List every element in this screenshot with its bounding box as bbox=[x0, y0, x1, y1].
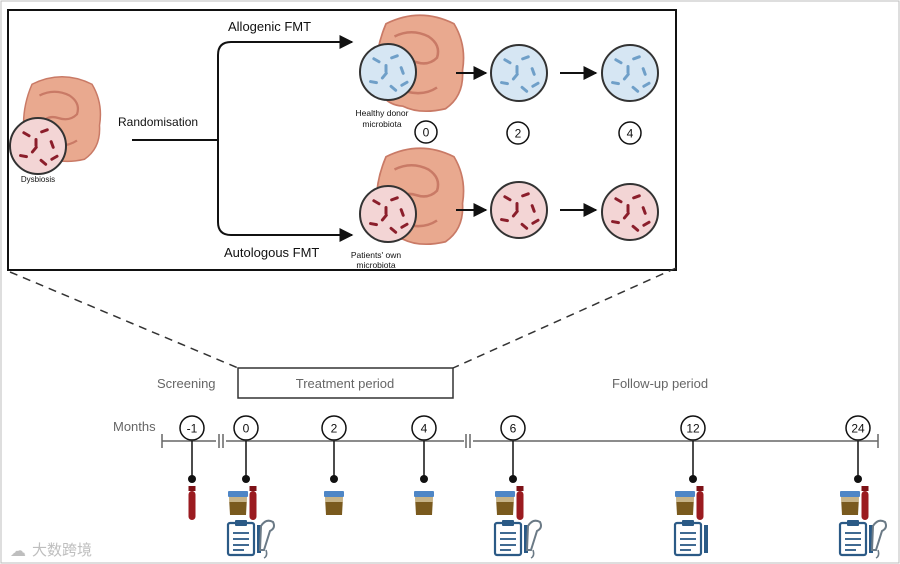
stool-sample-icon bbox=[414, 491, 434, 515]
timepoint-month-0: 0 bbox=[226, 415, 275, 559]
timepoint-circle bbox=[500, 415, 526, 441]
allogenic-fmt-label: Allogenic FMT bbox=[228, 19, 311, 34]
ultrasound-probe-icon bbox=[871, 519, 887, 559]
dysbiosis-microbiota-circle-0 bbox=[360, 186, 416, 242]
svg-text:4: 4 bbox=[627, 127, 634, 141]
watermark-text: 大数跨境 bbox=[32, 541, 92, 559]
stool-sample-icon bbox=[324, 491, 344, 515]
patients-own-label-line1: Patients' own bbox=[351, 250, 402, 260]
timepoint-circle bbox=[233, 415, 259, 441]
timepoint-circle bbox=[321, 415, 347, 441]
inset-timepoint-0: 0 bbox=[414, 120, 438, 144]
timepoint-circle bbox=[680, 415, 706, 441]
ultrasound-probe-icon bbox=[526, 519, 542, 559]
followup-period-label: Follow-up period bbox=[612, 376, 708, 391]
timepoint-month-12: 12 bbox=[673, 415, 710, 557]
watermark: ☁ 大数跨境 bbox=[10, 541, 92, 560]
treatment-period-box bbox=[237, 367, 454, 399]
timepoint-month--1: -1 bbox=[179, 415, 205, 520]
healthy-microbiota-circle-0 bbox=[360, 44, 416, 100]
healthy-microbiota-circle-4 bbox=[602, 45, 658, 101]
timepoint-dot bbox=[330, 475, 338, 483]
zoom-line-right bbox=[452, 267, 677, 369]
treatment-period-label: Treatment period bbox=[296, 376, 395, 391]
timepoint-label: 24 bbox=[851, 422, 865, 436]
timepoint-circle bbox=[411, 415, 437, 441]
timepoint-dot bbox=[420, 475, 428, 483]
timepoint-dot bbox=[854, 475, 862, 483]
patients-own-label-line2: microbiota bbox=[356, 260, 395, 270]
svg-text:2: 2 bbox=[515, 127, 522, 141]
timepoint-label: 0 bbox=[243, 422, 250, 436]
svg-text:0: 0 bbox=[423, 126, 430, 140]
clipboard-questionnaire-icon bbox=[226, 518, 263, 557]
screening-label: Screening bbox=[157, 376, 216, 391]
blood-sample-icon bbox=[861, 486, 869, 520]
watermark-logo-icon: ☁ bbox=[10, 543, 26, 560]
timepoint-month-4: 4 bbox=[411, 415, 437, 515]
timepoint-dot bbox=[509, 475, 517, 483]
blood-sample-icon bbox=[249, 486, 257, 520]
healthy-microbiota-circle-2 bbox=[491, 45, 547, 101]
dysbiosis-microbiota-circle-4 bbox=[602, 184, 658, 240]
dysbiosis-microbiota-circle bbox=[10, 118, 66, 174]
stool-sample-icon bbox=[228, 491, 248, 515]
months-axis-label: Months bbox=[113, 419, 156, 434]
timepoint-circle bbox=[179, 415, 205, 441]
timepoint-month-24: 24 bbox=[838, 415, 887, 559]
blood-sample-icon bbox=[696, 486, 704, 520]
timepoint-label: 6 bbox=[510, 422, 517, 436]
randomisation-label: Randomisation bbox=[118, 115, 198, 129]
inset-timepoint-2: 2 bbox=[506, 121, 530, 145]
blood-sample-icon bbox=[516, 486, 524, 520]
autologous-branch-arrow bbox=[217, 140, 354, 242]
timepoint-label: 4 bbox=[421, 422, 428, 436]
blood-sample-icon bbox=[188, 486, 196, 520]
stool-sample-icon bbox=[495, 491, 515, 515]
timepoint-circle bbox=[845, 415, 871, 441]
timepoint-dot bbox=[188, 475, 196, 483]
healthy-donor-label-line1: Healthy donor bbox=[356, 108, 409, 118]
inset-border bbox=[7, 9, 677, 271]
ultrasound-probe-icon bbox=[259, 519, 275, 559]
timepoint-dot bbox=[242, 475, 250, 483]
healthy-donor-label-line2: microbiota bbox=[362, 119, 401, 129]
timepoint-label: 12 bbox=[686, 422, 700, 436]
timepoint-month-6: 6 bbox=[493, 415, 542, 559]
stool-sample-icon bbox=[840, 491, 860, 515]
dysbiosis-label: Dysbiosis bbox=[21, 175, 55, 184]
clipboard-questionnaire-icon bbox=[673, 518, 710, 557]
autologous-fmt-label: Autologous FMT bbox=[224, 245, 319, 260]
timepoint-month-2: 2 bbox=[321, 415, 347, 515]
zoom-line-left bbox=[9, 271, 239, 369]
timepoint-dot bbox=[689, 475, 697, 483]
dysbiosis-microbiota-circle-2 bbox=[491, 182, 547, 238]
timepoint-label: -1 bbox=[187, 422, 198, 436]
stool-sample-icon bbox=[675, 491, 695, 515]
timepoint-label: 2 bbox=[331, 422, 338, 436]
inset-panel: Dysbiosis Randomisation Allogenic FMT Au… bbox=[7, 9, 677, 271]
clipboard-questionnaire-icon bbox=[838, 518, 875, 557]
period-labels: Screening Treatment period Follow-up per… bbox=[157, 367, 708, 399]
inset-timepoint-4: 4 bbox=[618, 121, 642, 145]
allogenic-branch-arrow bbox=[217, 35, 354, 140]
clipboard-questionnaire-icon bbox=[493, 518, 530, 557]
